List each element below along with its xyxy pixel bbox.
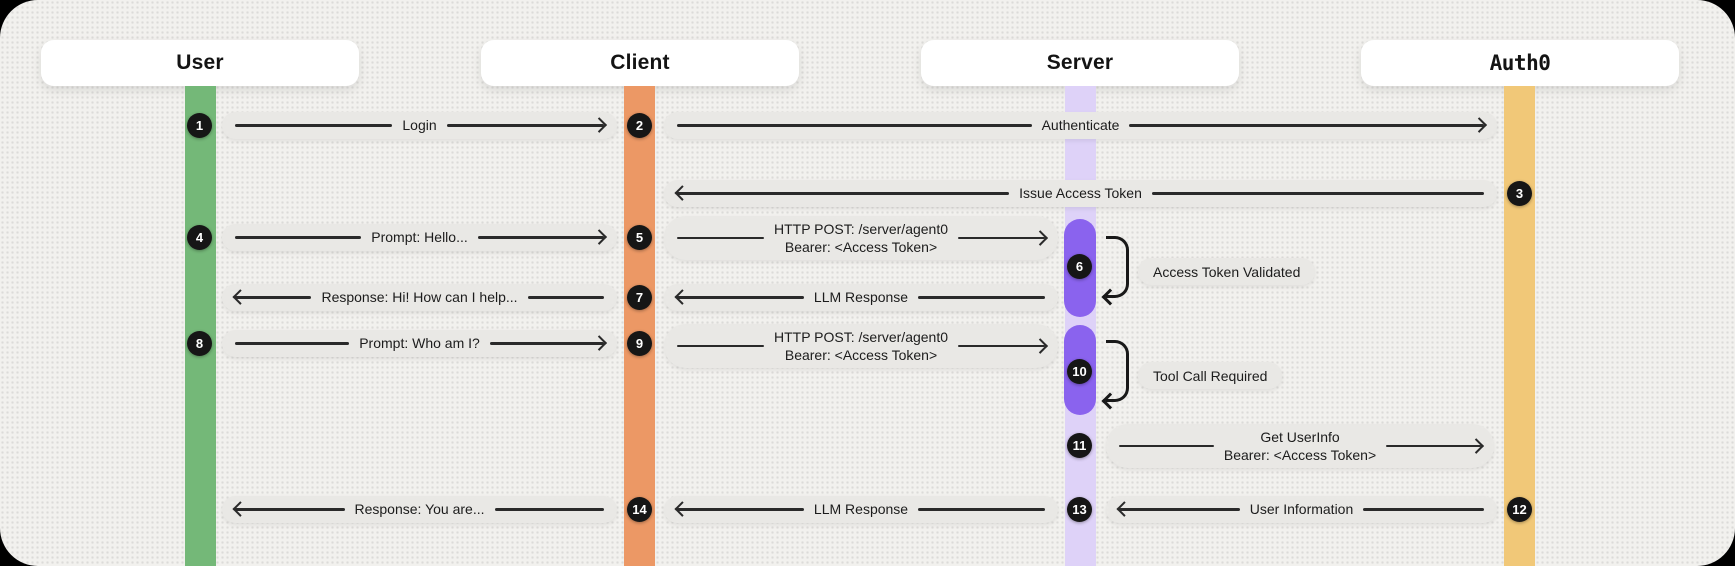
message-issue-access-token: Issue Access Token <box>664 180 1497 207</box>
message-line1: HTTP POST: /server/agent0 <box>773 328 949 345</box>
message-label: User Information <box>1249 501 1354 518</box>
message-prompt-hello: Prompt: Hello... <box>222 224 617 251</box>
arrow-head-right <box>446 124 605 127</box>
lifeline-user <box>185 86 216 566</box>
actor-label: Auth0 <box>1489 51 1551 75</box>
actor-label: Server <box>1046 51 1114 74</box>
step-badge-4: 4 <box>187 225 212 250</box>
step-badge-11: 11 <box>1067 433 1092 458</box>
arrow-line <box>527 296 605 299</box>
arrow-line <box>918 296 1046 299</box>
arrow-line <box>1363 508 1485 511</box>
actor-label: Client <box>610 51 670 74</box>
message-login: Login <box>222 112 617 139</box>
arrow-head-right <box>477 236 605 239</box>
step-badge-10: 10 <box>1067 359 1092 384</box>
step-badge-12: 12 <box>1507 497 1532 522</box>
message-get-userinfo: Get UserInfo Bearer: <Access Token> <box>1106 424 1494 468</box>
actor-header-auth0: Auth0 <box>1361 40 1679 86</box>
arrow-line <box>677 236 764 240</box>
actor-header-user: User <box>41 40 359 86</box>
message-label: HTTP POST: /server/agent0 Bearer: <Acces… <box>774 328 948 364</box>
step-badge-6: 6 <box>1067 254 1092 279</box>
message-http-post-1: HTTP POST: /server/agent0 Bearer: <Acces… <box>664 216 1058 260</box>
self-loop-arrow-2 <box>1106 340 1129 402</box>
step-badge-14: 14 <box>627 497 652 522</box>
self-action-label: Access Token Validated <box>1153 263 1301 280</box>
arrow-line <box>1151 192 1485 195</box>
message-user-information: User Information <box>1106 496 1497 523</box>
arrow-head-left <box>677 296 804 299</box>
arrow-line <box>677 124 1032 127</box>
arrow-head-left <box>235 508 345 511</box>
self-action-label: Tool Call Required <box>1153 367 1268 384</box>
arrow-head-left <box>677 508 804 511</box>
actor-header-client: Client <box>481 40 799 86</box>
message-authenticate: Authenticate <box>664 112 1497 139</box>
arrow-head-right <box>1129 124 1484 127</box>
message-llm-response-1: LLM Response <box>664 284 1058 311</box>
message-label: Get UserInfo Bearer: <Access Token> <box>1224 428 1376 464</box>
arrow-line <box>494 508 604 511</box>
message-label: Login <box>402 117 437 134</box>
message-label: LLM Response <box>813 289 909 306</box>
message-response-you-are: Response: You are... <box>222 496 617 523</box>
step-badge-5: 5 <box>627 225 652 250</box>
arrow-head-right <box>1386 444 1481 448</box>
arrow-head-left <box>677 192 1010 195</box>
arrow-line <box>918 508 1046 511</box>
arrow-line <box>235 342 350 345</box>
message-response-hi: Response: Hi! How can I help... <box>222 284 617 311</box>
arrow-head-right <box>958 344 1045 348</box>
arrow-head-right <box>958 236 1045 240</box>
self-action-tool-call-required: Tool Call Required <box>1138 362 1283 389</box>
message-line2: Bearer: <Access Token> <box>784 239 938 255</box>
message-line1: Get UserInfo <box>1260 428 1340 445</box>
arrow-line <box>1119 444 1214 448</box>
lifeline-auth0 <box>1504 86 1535 566</box>
message-http-post-2: HTTP POST: /server/agent0 Bearer: <Acces… <box>664 324 1058 368</box>
step-badge-8: 8 <box>187 331 212 356</box>
message-label: LLM Response <box>813 501 909 518</box>
arrow-line <box>235 124 393 127</box>
message-label: HTTP POST: /server/agent0 Bearer: <Acces… <box>774 220 948 256</box>
message-line1: HTTP POST: /server/agent0 <box>773 220 949 237</box>
message-label: Response: You are... <box>354 501 485 518</box>
lifeline-client <box>624 86 655 566</box>
message-llm-response-2: LLM Response <box>664 496 1058 523</box>
arrow-line <box>235 236 362 239</box>
step-badge-2: 2 <box>627 113 652 138</box>
step-badge-13: 13 <box>1067 497 1092 522</box>
message-label: Issue Access Token <box>1019 185 1142 202</box>
message-line2: Bearer: <Access Token> <box>784 347 938 363</box>
arrow-head-right <box>489 342 604 345</box>
self-loop-arrow-1 <box>1106 236 1129 298</box>
message-prompt-who-am-i: Prompt: Who am I? <box>222 330 617 357</box>
step-badge-3: 3 <box>1507 181 1532 206</box>
message-label: Prompt: Who am I? <box>359 335 480 352</box>
step-badge-7: 7 <box>627 285 652 310</box>
message-label: Prompt: Hello... <box>371 229 468 246</box>
arrow-line <box>677 344 764 348</box>
self-action-access-token-validated: Access Token Validated <box>1138 258 1316 285</box>
message-label: Authenticate <box>1041 117 1120 134</box>
arrow-head-left <box>235 296 312 299</box>
actor-header-server: Server <box>921 40 1239 86</box>
step-badge-9: 9 <box>627 331 652 356</box>
step-badge-1: 1 <box>187 113 212 138</box>
message-line2: Bearer: <Access Token> <box>1223 447 1377 463</box>
arrow-head-left <box>1119 508 1240 511</box>
actor-label: User <box>176 51 224 74</box>
message-label: Response: Hi! How can I help... <box>321 289 518 306</box>
